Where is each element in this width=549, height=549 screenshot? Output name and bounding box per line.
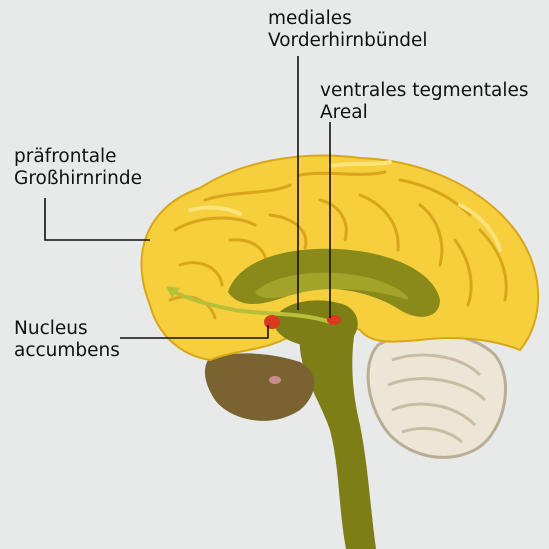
brainstem [300, 330, 376, 549]
label-vta-line2: Areal [320, 102, 529, 124]
label-prefrontal-cortex: präfrontale Großhirnrinde [14, 146, 142, 190]
small-pink-marker [269, 376, 281, 384]
label-nac-line1: Nucleus [14, 318, 120, 340]
label-medial-forebrain-bundle: mediales Vorderhirnbündel [268, 8, 428, 52]
temporal-lobe [205, 353, 314, 420]
label-ventral-tegmental-area: ventrales tegmentales Areal [320, 80, 529, 124]
label-pfc-line1: präfrontale [14, 146, 142, 168]
pfc-leader-line [45, 198, 150, 240]
vta-marker [327, 315, 341, 325]
cerebellum [368, 333, 505, 458]
label-pfc-line2: Großhirnrinde [14, 168, 142, 190]
label-mfb-line2: Vorderhirnbündel [268, 30, 428, 52]
label-mfb-line1: mediales [268, 8, 428, 30]
label-nucleus-accumbens: Nucleus accumbens [14, 318, 120, 362]
label-nac-line2: accumbens [14, 340, 120, 362]
nucleus-accumbens-marker [264, 315, 280, 329]
label-vta-line1: ventrales tegmentales [320, 80, 529, 102]
